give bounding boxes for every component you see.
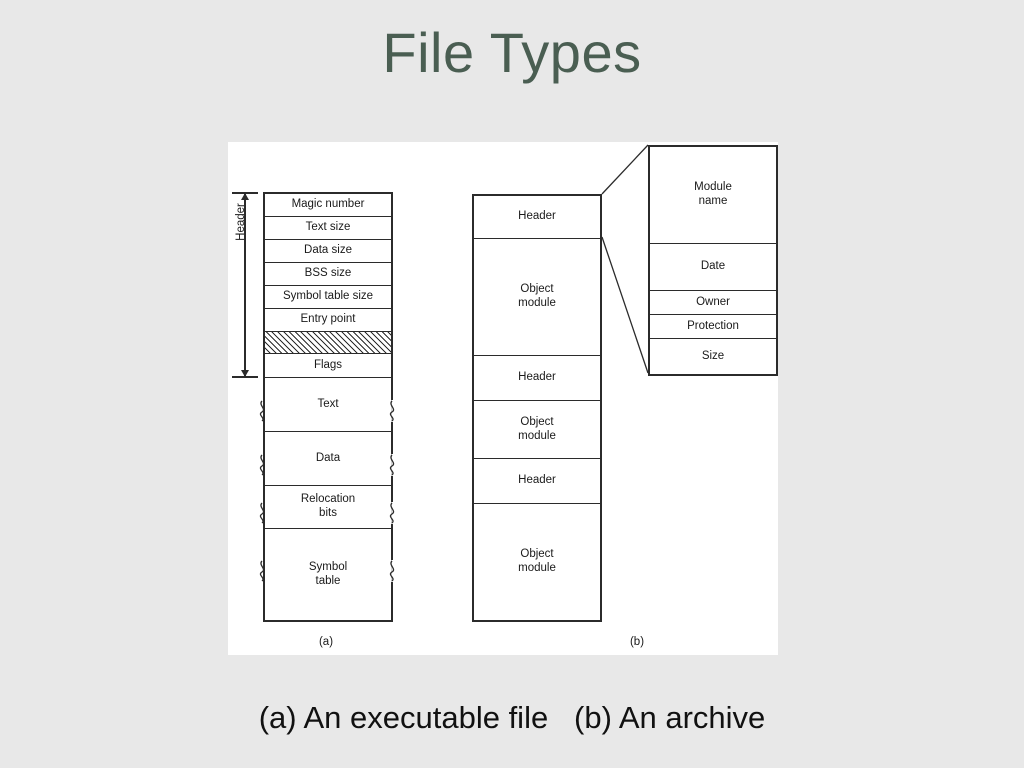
sub-label-b: (b) [629, 636, 645, 648]
break-mark-icon [389, 502, 395, 524]
row-text-size: Text size [265, 217, 391, 240]
leader-line-top [601, 144, 649, 195]
leader-line-bottom [601, 236, 649, 374]
figure-caption: (a) An executable file (b) An archive [258, 700, 766, 735]
row-bss-size: BSS size [265, 263, 391, 286]
row-relocation-bits: Relocation bits [265, 486, 391, 529]
archive-row-object-module-2: Object module [474, 401, 600, 459]
archive-row-header-3: Header [474, 459, 600, 504]
archive-diagram: Header Object module Header Object modul… [472, 194, 602, 622]
bracket-cap-top [232, 192, 258, 194]
detail-row-size: Size [650, 339, 776, 374]
break-mark-icon [259, 502, 265, 524]
detail-row-protection: Protection [650, 315, 776, 339]
detail-row-owner: Owner [650, 291, 776, 315]
row-symbol-table: Symbol table [265, 529, 391, 620]
arrow-up-icon [241, 193, 249, 200]
detail-row-module-name: Module name [650, 147, 776, 244]
arrow-down-icon [241, 370, 249, 377]
break-mark-icon [259, 560, 265, 582]
break-mark-icon [389, 560, 395, 582]
row-data-segment: Data [265, 432, 391, 486]
row-symbol-table-size: Symbol table size [265, 286, 391, 309]
row-hatched-reserved [265, 332, 391, 354]
executable-file-diagram: Magic number Text size Data size BSS siz… [263, 192, 393, 622]
header-bracket-label: Header [235, 203, 247, 241]
bracket-cap-bottom [232, 376, 258, 378]
row-flags: Flags [265, 354, 391, 378]
break-mark-icon [389, 454, 395, 476]
header-detail-box: Module name Date Owner Protection Size [648, 145, 778, 376]
row-entry-point: Entry point [265, 309, 391, 332]
page-title: File Types [382, 21, 642, 84]
row-text-segment: Text [265, 378, 391, 432]
archive-row-header-1: Header [474, 196, 600, 239]
break-mark-icon [389, 400, 395, 422]
sub-label-a: (a) [318, 636, 334, 648]
figure-canvas: Header Magic number Text size Data size … [228, 142, 778, 655]
detail-row-date: Date [650, 244, 776, 291]
header-bracket [232, 192, 258, 378]
archive-row-object-module-1: Object module [474, 239, 600, 356]
row-magic-number: Magic number [265, 194, 391, 217]
bracket-stem [244, 194, 246, 376]
break-mark-icon [259, 454, 265, 476]
break-mark-icon [259, 400, 265, 422]
archive-row-header-2: Header [474, 356, 600, 401]
row-data-size: Data size [265, 240, 391, 263]
archive-row-object-module-3: Object module [474, 504, 600, 620]
